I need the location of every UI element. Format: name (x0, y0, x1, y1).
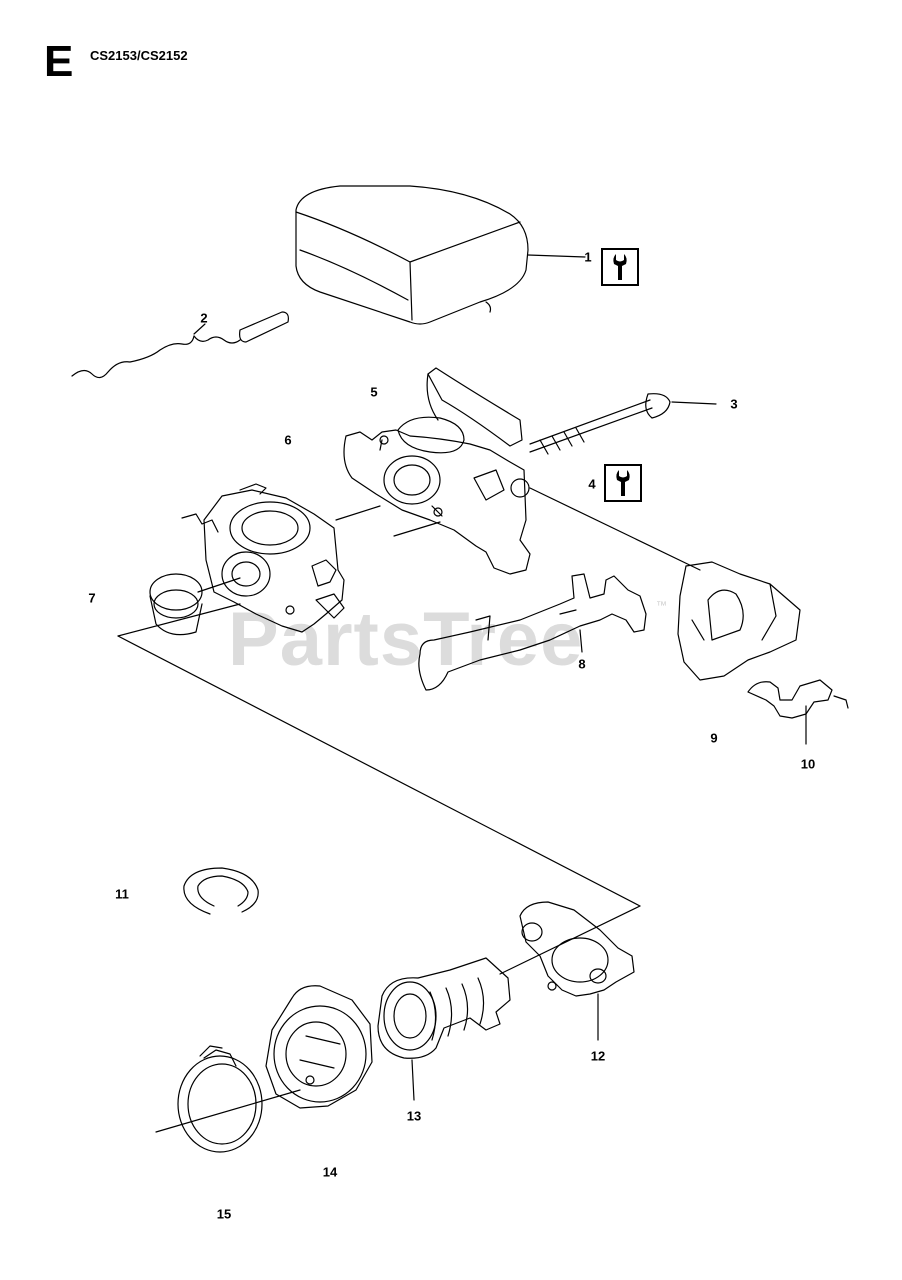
part-11-retaining-ring[interactable] (183, 867, 259, 915)
watermark-trademark: ™ (656, 600, 667, 612)
part-2-choke-rod[interactable] (71, 311, 289, 379)
watermark: PartsTree (228, 597, 584, 682)
part-9-filter-holder[interactable] (677, 561, 801, 681)
tool-box-1 (601, 248, 639, 286)
callout-13[interactable]: 13 (406, 1108, 422, 1124)
part-15-hose-clamp[interactable] (177, 1045, 263, 1153)
part-13-intake-manifold[interactable] (377, 957, 511, 1101)
tool-box-4 (604, 464, 642, 502)
callout-15[interactable]: 15 (216, 1206, 232, 1222)
part-14-intake-flange[interactable] (265, 985, 373, 1109)
wrench-icon (616, 470, 630, 496)
part-6-carburetor[interactable] (181, 483, 381, 633)
part-12-intake-bracket[interactable] (519, 901, 635, 1041)
section-letter: E (44, 37, 74, 86)
callout-5[interactable]: 5 (370, 384, 378, 400)
part-3-mounting-bolt[interactable] (529, 393, 717, 455)
part-8-throttle-link[interactable] (418, 573, 647, 691)
callout-6[interactable]: 6 (284, 432, 292, 448)
callout-10[interactable]: 10 (800, 756, 816, 772)
model-code: CS2153/CS2152 (90, 48, 188, 63)
callout-12[interactable]: 12 (590, 1048, 606, 1064)
callout-14[interactable]: 14 (322, 1164, 338, 1180)
part-1-air-filter-cover[interactable] (295, 185, 586, 325)
assembly-guide-line (117, 603, 641, 1133)
callout-4[interactable]: 4 (588, 476, 596, 492)
wrench-icon (613, 254, 627, 280)
part-10-spring-clip[interactable] (747, 679, 849, 745)
callout-2[interactable]: 2 (200, 310, 208, 326)
part-4-connector-line (529, 487, 701, 571)
part-7-intake-sleeve[interactable] (149, 573, 241, 636)
callout-8[interactable]: 8 (578, 656, 586, 672)
callout-3[interactable]: 3 (730, 396, 738, 412)
part-5-carburetor-bracket[interactable] (343, 367, 531, 575)
callout-1[interactable]: 1 (584, 249, 592, 265)
callout-11[interactable]: 11 (115, 886, 129, 902)
callout-7[interactable]: 7 (88, 590, 96, 606)
callout-9[interactable]: 9 (710, 730, 718, 746)
